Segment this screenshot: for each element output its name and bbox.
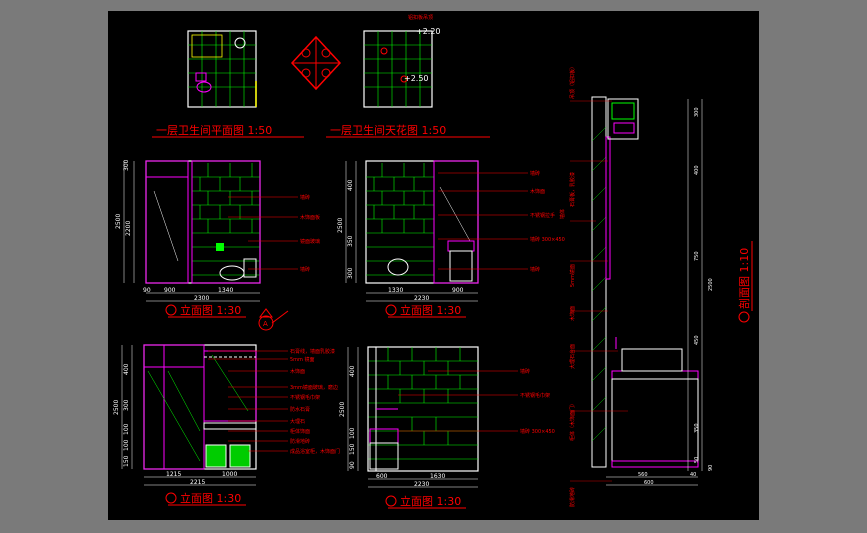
elev-b-label-4: 墙砖 300×450 <box>530 236 565 243</box>
elev-a-dim-left-1: 300 <box>123 159 130 171</box>
cad-viewport[interactable]: 铝扣板吊顶 +2.20 +2.50 一层卫生间平面图 1:50 一层卫生间天花图… <box>108 11 759 520</box>
elev-d-dim-left-4: 150 <box>349 443 356 455</box>
elevation-d: 墙砖 不锈钢毛巾架 墙砖 300×450 400 2500 100 150 90… <box>339 346 555 488</box>
section-dim-right-6: 350 <box>694 423 700 433</box>
elev-c-label-3: 木饰面 <box>290 368 305 375</box>
elev-c-title: 立面图 1:30 <box>180 491 241 505</box>
section-dim-right-8: 90 <box>708 465 714 471</box>
section-label-3: 墙体 <box>559 209 566 219</box>
section-dim-bottom-3: 600 <box>644 480 654 486</box>
ceiling-title: 一层卫生间天花图 1:50 <box>330 123 446 137</box>
elev-d-label-1: 墙砖 <box>520 368 530 375</box>
elev-c-label-9: 防滑地砖 <box>290 438 310 445</box>
elev-c-dim-left-1: 400 <box>123 363 130 375</box>
elev-b-label-1: 墙砖 <box>530 170 540 177</box>
elev-d-label-3: 墙砖 300×450 <box>520 428 555 435</box>
elev-d-label-2: 不锈钢毛巾架 <box>520 392 550 399</box>
elev-a-label-2: 木饰面板 <box>300 214 320 221</box>
elev-a-title: 立面图 1:30 <box>180 303 241 317</box>
section-dim-right-2: 400 <box>694 165 700 175</box>
ceiling-level-1: +2.20 <box>416 27 441 36</box>
elev-d-dim-total: 2230 <box>414 481 429 488</box>
section-label-7: 柜体（木饰面门） <box>569 401 576 441</box>
elev-c-label-4: 3mm镜面玻璃，磨边 <box>290 384 338 391</box>
elev-d-dim-bottom-2: 1630 <box>430 473 445 480</box>
section-dim-right-4: 750 <box>694 251 700 261</box>
section-dim-bottom-1: 560 <box>638 472 648 478</box>
index-diamond-symbol <box>290 35 342 91</box>
section-marker: A <box>258 308 289 331</box>
elev-a-dim-left-3: 2200 <box>125 221 132 236</box>
elev-b-dim-left-1: 400 <box>347 179 354 191</box>
elev-b-dim-bottom-1: 1330 <box>388 287 403 294</box>
elev-a-dim-total: 2300 <box>194 295 209 302</box>
section-label-1: 吊顶（铝扣板） <box>569 64 576 99</box>
elev-a-label-1: 墙砖 <box>300 194 310 201</box>
elev-a-label-4: 墙砖 <box>300 266 310 273</box>
elev-c-dim-bottom-1: 1215 <box>166 471 181 478</box>
elev-b-dim-left-3: 350 <box>347 235 354 247</box>
elev-a-label-3: 镜面玻璃 <box>300 238 320 245</box>
elev-c-label-10: 成品浴室柜，木饰面门 <box>290 448 340 455</box>
elev-c-label-8: 柜体饰面 <box>290 428 310 435</box>
elev-d-dim-bottom-1: 600 <box>376 473 388 480</box>
elev-a-dim-bottom-3: 1340 <box>218 287 233 294</box>
elev-c-dim-left-3: 300 <box>123 399 130 411</box>
section-title: 剖面图 1:10 <box>737 248 751 309</box>
section-dim-right-1: 300 <box>694 107 700 117</box>
elev-b-dim-total: 2230 <box>414 295 429 302</box>
elev-c-dim-left-4: 100 <box>123 423 130 435</box>
section-detail: 300 400 2500 750 450 350 50 90 560 40 60… <box>559 64 714 507</box>
section-label-5: 木饰面 <box>569 306 576 321</box>
elev-d-title: 立面图 1:30 <box>400 494 461 508</box>
section-label-2: 石膏板，乳胶漆 <box>569 172 576 207</box>
elev-b-title: 立面图 1:30 <box>400 303 461 317</box>
elev-b-dim-left-4: 300 <box>347 267 354 279</box>
elev-a-dim-bottom-2: 900 <box>164 287 176 294</box>
elev-b-dim-bottom-2: 900 <box>452 287 464 294</box>
plan-title: 一层卫生间平面图 1:50 <box>156 123 272 137</box>
elev-a-dim-bottom-1: 90 <box>143 287 151 294</box>
section-dim-right-5: 450 <box>694 335 700 345</box>
elev-c-dim-left-2: 2500 <box>113 400 120 415</box>
elev-d-dim-left-3: 100 <box>349 427 356 439</box>
elev-d-dim-left-2: 2500 <box>339 402 346 417</box>
elevation-b: 墙砖 木饰面 不锈钢拉手 墙砖 300×450 墙砖 400 2500 350 … <box>337 160 565 302</box>
elev-c-label-7: 大理石 <box>290 418 305 425</box>
elev-c-label-6: 防水石膏 <box>290 406 310 413</box>
elev-b-label-5: 墙砖 <box>530 266 540 273</box>
elev-c-label-1: 石膏线，墙面乳胶漆 <box>290 348 335 355</box>
elev-d-dim-left-5: 90 <box>349 461 356 469</box>
section-dim-right-3: 2500 <box>708 278 714 291</box>
elev-d-dim-left-1: 400 <box>349 365 356 377</box>
elev-c-dim-left-5: 100 <box>123 439 130 451</box>
ceiling-level-2: +2.50 <box>404 74 429 83</box>
elev-b-dim-left-2: 2500 <box>337 218 344 233</box>
cad-drawing: 铝扣板吊顶 +2.20 +2.50 一层卫生间平面图 1:50 一层卫生间天花图… <box>113 14 753 509</box>
section-label-8: 防滑地砖 <box>569 487 576 507</box>
elevation-c: 石膏线，墙面乳胶漆 5mm 镜面 木饰面 3mm镜面玻璃，磨边 不锈钢毛巾架 防… <box>113 344 340 486</box>
bathroom-floor-plan <box>187 30 257 108</box>
elev-c-dim-bottom-2: 1000 <box>222 471 237 478</box>
section-dim-right-7: 50 <box>694 457 700 463</box>
bathroom-ceiling-plan: 铝扣板吊顶 +2.20 +2.50 <box>363 14 441 108</box>
section-label-4: 5mm镜面 <box>569 264 576 287</box>
elev-b-label-3: 不锈钢拉手 <box>530 212 555 219</box>
section-marker-label: A <box>263 320 268 328</box>
ceiling-top-note: 铝扣板吊顶 <box>408 14 433 21</box>
elev-c-dim-left-6: 150 <box>123 455 130 467</box>
elev-c-dim-total: 2215 <box>190 479 205 486</box>
elevation-a: 墙砖 木饰面板 镜面玻璃 墙砖 300 2500 2200 90 900 134… <box>115 159 320 302</box>
elev-a-dim-left-2: 2500 <box>115 214 122 229</box>
section-dim-bottom-2: 40 <box>690 472 696 478</box>
elev-c-label-2: 5mm 镜面 <box>290 356 315 363</box>
section-label-6: 大理石台面 <box>569 344 576 369</box>
elev-b-label-2: 木饰面 <box>530 188 545 195</box>
elev-c-label-5: 不锈钢毛巾架 <box>290 394 320 401</box>
